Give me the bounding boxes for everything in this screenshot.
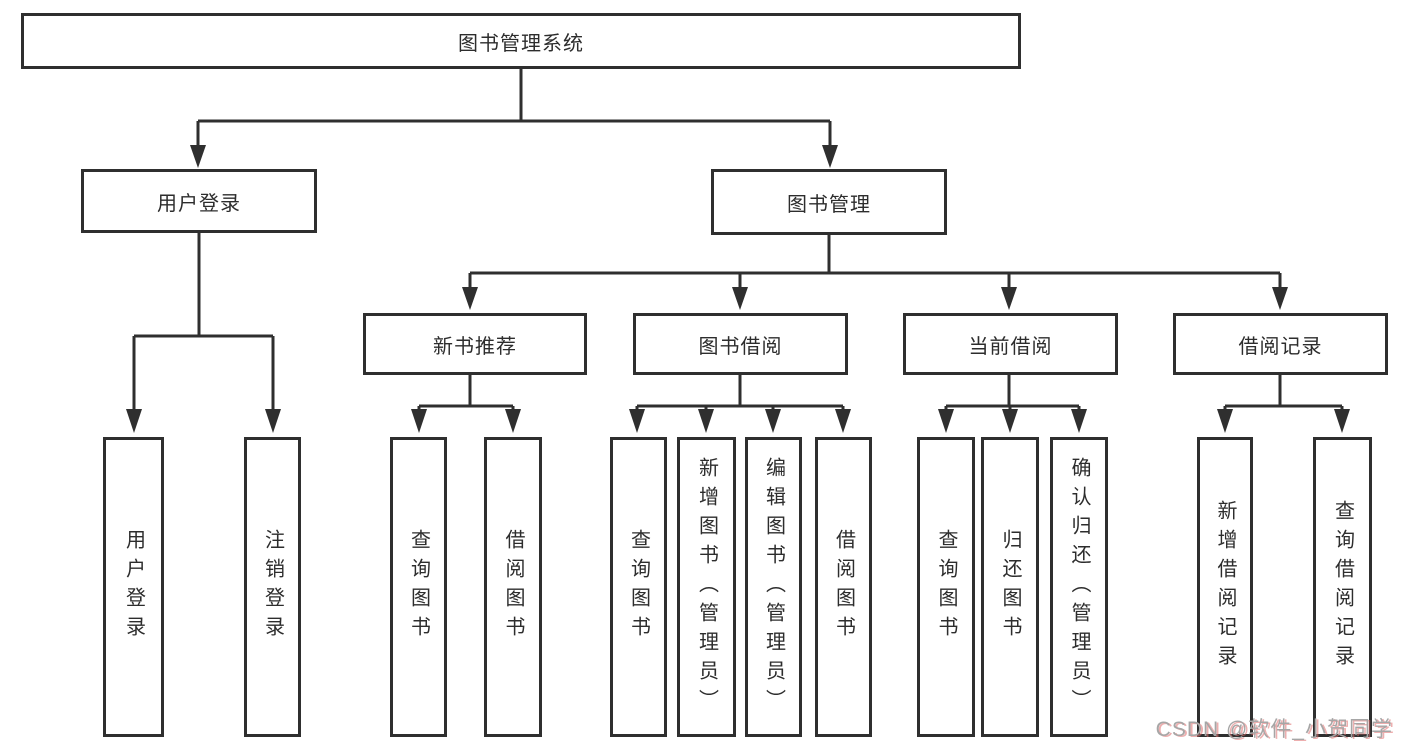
leaf-add-book-admin: 新增图书（管理员）: [677, 437, 736, 737]
node-book-borrowing: 图书借阅: [633, 313, 848, 375]
node-current-borrowing: 当前借阅: [903, 313, 1118, 375]
leaf-user-login: 用户登录: [103, 437, 164, 737]
leaf-add-borrow-record: 新增借阅记录: [1197, 437, 1253, 737]
node-library-management-system: 图书管理系统: [21, 13, 1021, 69]
leaf-logout: 注销登录: [244, 437, 301, 737]
leaf-borrow-query-book: 查询图书: [610, 437, 667, 737]
leaf-return-book: 归还图书: [981, 437, 1039, 737]
leaf-recommend-query-book: 查询图书: [390, 437, 447, 737]
csdn-watermark: CSDN @软件_小贺同学: [1155, 718, 1393, 741]
leaf-recommend-borrow-book: 借阅图书: [484, 437, 542, 737]
leaf-current-query-book: 查询图书: [917, 437, 975, 737]
node-user-login: 用户登录: [81, 169, 317, 233]
leaf-query-borrow-record: 查询借阅记录: [1313, 437, 1372, 737]
leaf-confirm-return-admin: 确认归还（管理员）: [1050, 437, 1108, 737]
leaf-borrow-book: 借阅图书: [815, 437, 872, 737]
arrowhead-icons: [126, 145, 1350, 433]
node-borrowing-records: 借阅记录: [1173, 313, 1388, 375]
leaf-edit-book-admin: 编辑图书（管理员）: [745, 437, 802, 737]
node-book-management: 图书管理: [711, 169, 947, 235]
node-new-book-recommendation: 新书推荐: [363, 313, 587, 375]
